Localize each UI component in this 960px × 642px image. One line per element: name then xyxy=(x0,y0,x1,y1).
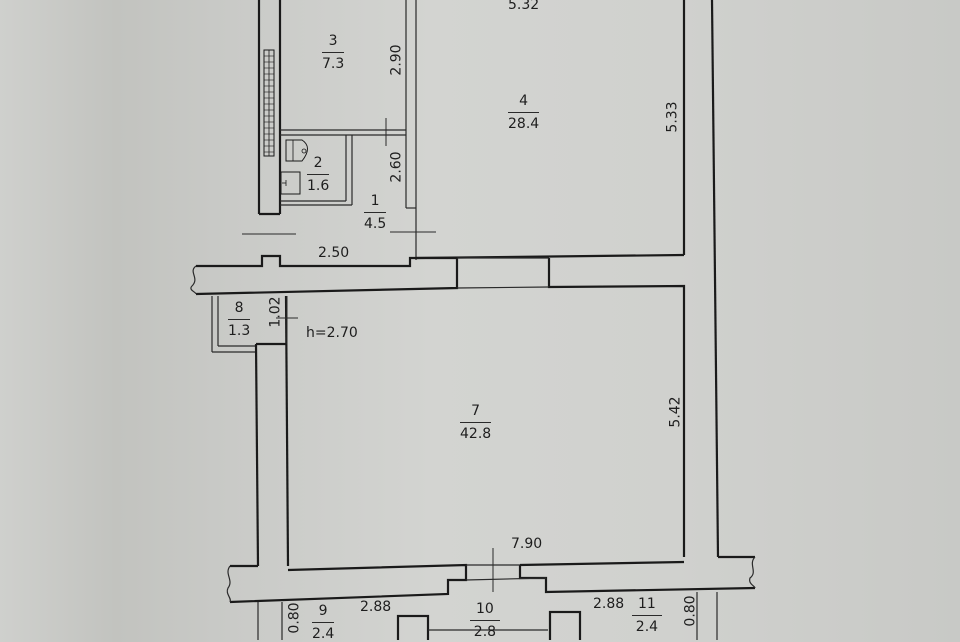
room-area: 7.3 xyxy=(322,56,345,72)
dim-room1-width: 2.50 xyxy=(318,245,350,261)
room-number: 11 xyxy=(632,596,662,616)
dim-room7-depth: 5.42 xyxy=(667,396,684,428)
room-number: 4 xyxy=(508,93,540,113)
room-number: 2 xyxy=(307,155,330,175)
room-area: 28.4 xyxy=(508,116,540,132)
dim-room4-depth: 5.33 xyxy=(664,101,681,133)
room-number: 8 xyxy=(228,300,251,320)
wall-outlines xyxy=(190,0,756,640)
ceiling-height-label: h=2.70 xyxy=(306,325,358,341)
sink-icon xyxy=(280,171,301,195)
room-10-label: 10 2.8 xyxy=(470,601,500,640)
dim-room8-depth: 1.02 xyxy=(267,296,284,328)
room-7-label: 7 42.8 xyxy=(460,403,492,442)
room-area: 2.8 xyxy=(473,624,497,640)
dim-room7-width: 7.90 xyxy=(511,536,543,552)
dim-room11-depth: 0.80 xyxy=(682,595,699,627)
room-area: 2.4 xyxy=(312,626,335,642)
room-area: 1.3 xyxy=(228,323,251,339)
room-9-label: 9 2.4 xyxy=(312,603,335,642)
room-11-label: 11 2.4 xyxy=(632,596,662,635)
room-area: 4.5 xyxy=(364,216,387,232)
room-1-label: 1 4.5 xyxy=(364,193,387,232)
room-8-label: 8 1.3 xyxy=(228,300,251,339)
room-3-label: 3 7.3 xyxy=(322,33,345,72)
dim-room9-width: 2.88 xyxy=(360,599,392,615)
room-area: 1.6 xyxy=(307,178,330,194)
room-area: 42.8 xyxy=(460,426,492,442)
room-2-label: 2 1.6 xyxy=(307,155,330,194)
room-number: 7 xyxy=(460,403,492,423)
room-area: 2.4 xyxy=(635,619,659,635)
dim-room3-depth: 2.90 xyxy=(388,44,405,76)
room-4-label: 4 28.4 xyxy=(508,93,540,132)
room-number: 3 xyxy=(322,33,345,53)
dim-room4-width: 5.32 xyxy=(508,0,540,13)
room-number: 10 xyxy=(470,601,500,621)
dim-room11-width: 2.88 xyxy=(593,596,625,612)
room-number: 9 xyxy=(312,603,335,623)
dim-room1-depth: 2.60 xyxy=(388,151,405,183)
dim-room9-depth: 0.80 xyxy=(286,602,303,634)
toilet-icon xyxy=(285,139,308,162)
ventilation-grille-icon xyxy=(263,49,275,157)
room-number: 1 xyxy=(364,193,387,213)
